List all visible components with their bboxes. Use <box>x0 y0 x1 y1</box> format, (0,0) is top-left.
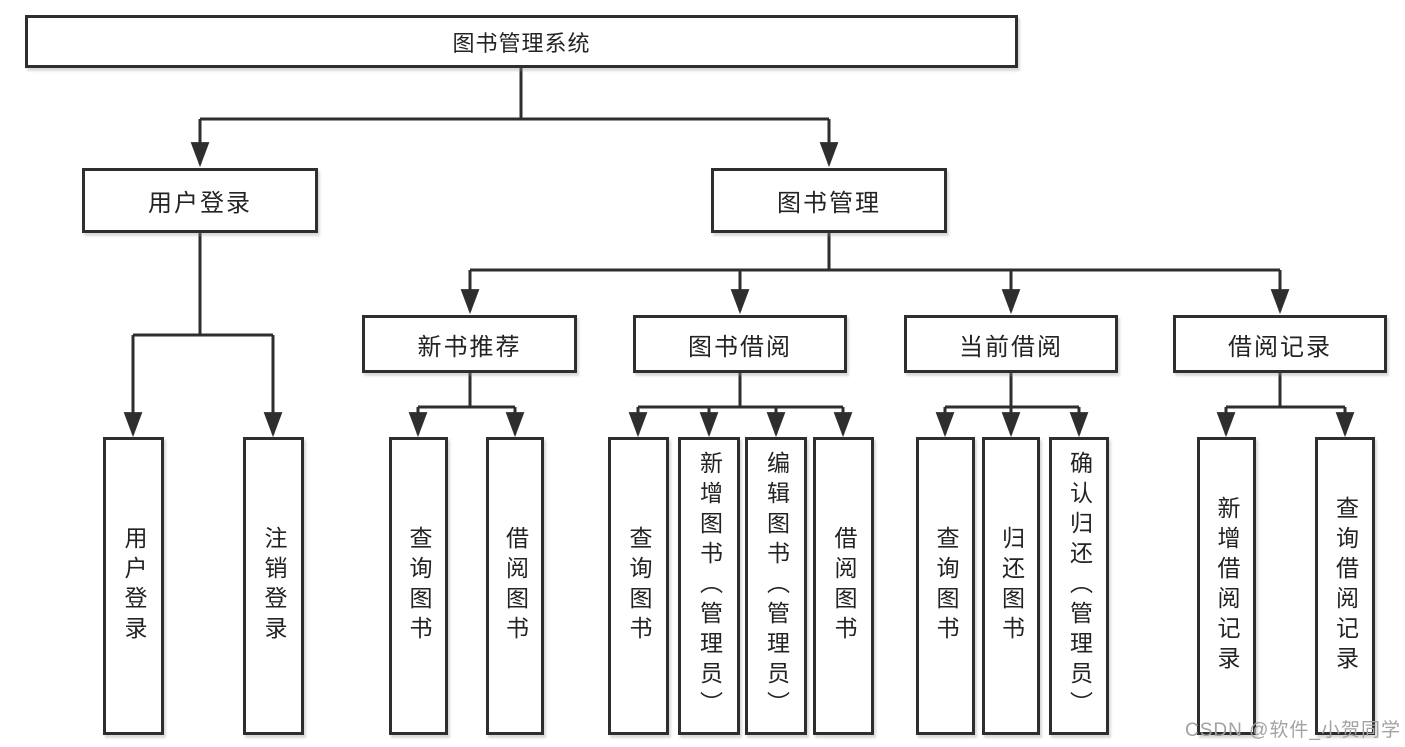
node-new-book-recommend: 新书推荐 <box>362 315 577 373</box>
csdn-watermark: CSDN @软件_小贺同学 <box>1185 720 1401 741</box>
leaf-return-books: 归还图书 <box>982 437 1040 735</box>
leaf-borrow-books-recommend: 借阅图书 <box>486 437 544 735</box>
node-label: 确认归还（管理员） <box>1066 451 1093 721</box>
connector-borrow-record-spine <box>1226 373 1345 409</box>
leaf-user-login: 用户登录 <box>103 437 164 735</box>
node-label: 借阅图书 <box>502 526 529 646</box>
leaf-add-borrow-record: 新增借阅记录 <box>1197 437 1256 735</box>
node-label: 用户登录 <box>148 190 252 217</box>
leaf-confirm-return-admin: 确认归还（管理员） <box>1049 437 1109 735</box>
leaf-query-books-current: 查询图书 <box>916 437 975 735</box>
connector-book-mgmt-spine <box>470 233 1280 272</box>
node-label: 借阅记录 <box>1228 333 1332 361</box>
node-label: 新增借阅记录 <box>1214 496 1240 676</box>
leaf-borrow-books-borrowing: 借阅图书 <box>813 437 874 735</box>
node-label: 当前借阅 <box>959 333 1063 361</box>
node-user-login: 用户登录 <box>82 168 318 233</box>
node-label: 图书借阅 <box>688 333 792 361</box>
leaf-query-books-recommend: 查询图书 <box>389 437 448 735</box>
node-label: 查询图书 <box>626 526 652 646</box>
connector-new-book-spine <box>418 373 515 409</box>
node-book-management: 图书管理 <box>711 168 947 233</box>
node-label: 归还图书 <box>998 526 1025 646</box>
node-book-borrowing: 图书借阅 <box>633 315 847 373</box>
leaf-add-books-admin: 新增图书（管理员） <box>678 437 740 735</box>
node-label: 查询图书 <box>406 526 432 646</box>
node-label: 查询图书 <box>933 526 959 646</box>
node-label: 新增图书（管理员） <box>696 451 723 721</box>
leaf-query-books-borrowing: 查询图书 <box>608 437 669 735</box>
node-library-system: 图书管理系统 <box>25 15 1018 68</box>
node-label: 新书推荐 <box>417 333 522 361</box>
node-label: 图书管理系统 <box>452 30 591 56</box>
node-label: 借阅图书 <box>831 526 857 646</box>
leaf-query-borrow-record: 查询借阅记录 <box>1315 437 1375 735</box>
node-label: 查询借阅记录 <box>1332 496 1359 676</box>
node-borrowing-records: 借阅记录 <box>1173 315 1387 373</box>
node-label: 注销登录 <box>261 526 287 646</box>
node-label: 用户登录 <box>121 526 147 646</box>
leaf-logout: 注销登录 <box>243 437 304 735</box>
node-current-borrowing: 当前借阅 <box>904 315 1118 373</box>
node-label: 图书管理 <box>777 190 881 217</box>
connector-user-login-spine <box>133 233 273 337</box>
connector-book-borrow-spine <box>638 373 843 409</box>
leaf-edit-books-admin: 编辑图书（管理员） <box>745 437 807 735</box>
connector-root-spine <box>200 68 829 121</box>
node-label: 编辑图书（管理员） <box>763 451 790 721</box>
connector-current-borrow-spine <box>945 373 1079 409</box>
